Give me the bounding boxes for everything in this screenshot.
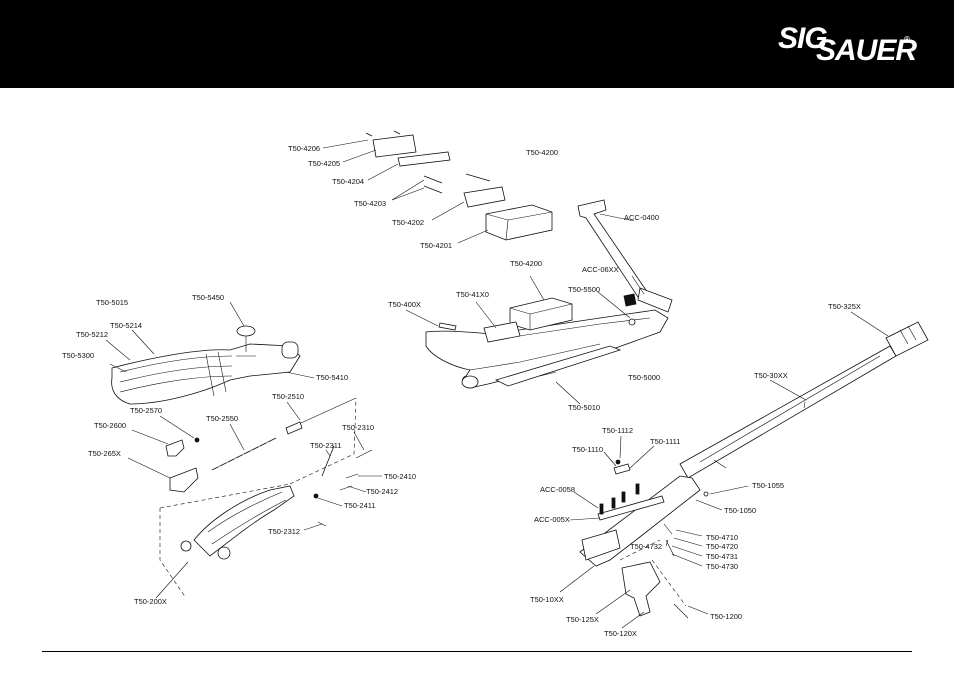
label-t50-30xx: T50-30XX [754, 371, 788, 380]
footer-divider [42, 651, 912, 652]
magazine-body-part [485, 204, 553, 241]
label-t50-5410: T50-5410 [316, 373, 348, 382]
part-labels: T50-4206 T50-4205 T50-4204 T50-4203 T50-… [62, 144, 861, 638]
label-t50-5015: T50-5015 [96, 298, 128, 307]
magazine-plate-part [372, 134, 417, 158]
label-t50-125x: T50-125X [566, 615, 599, 624]
label-t50-2411: T50-2411 [344, 501, 376, 510]
label-t50-400x: T50-400X [388, 300, 421, 309]
stock-group [425, 199, 673, 389]
label-t50-4710: T50-4710 [706, 533, 738, 542]
bolt-body-part [193, 485, 295, 557]
magazine-parts-group [365, 130, 553, 241]
label-t50-5214: T50-5214 [110, 321, 142, 330]
label-t50-2550: T50-2550 [206, 414, 238, 423]
label-t50-120x: T50-120X [604, 629, 637, 638]
label-acc-0400: ACC-0400 [624, 213, 659, 222]
label-t50-41x0: T50-41X0 [456, 290, 489, 299]
label-t50-2310: T50-2310 [342, 423, 374, 432]
label-t50-1112: T50-1112 [602, 426, 633, 435]
bolt-parts-group [159, 397, 373, 599]
exploded-parts-diagram: T50-4206 T50-4205 T50-4204 T50-4203 T50-… [62, 130, 929, 638]
label-t50-2570: T50-2570 [130, 406, 162, 415]
label-t50-1110: T50-1110 [572, 445, 603, 454]
label-t50-2410: T50-2410 [384, 472, 416, 481]
comb-adjust-knob-part [236, 325, 256, 337]
muzzle-brake-part [885, 321, 929, 357]
label-t50-4732: T50-4732 [630, 542, 662, 551]
label-t50-4206: T50-4206 [288, 144, 320, 153]
label-t50-5500: T50-5500 [568, 285, 600, 294]
label-t50-2600: T50-2600 [94, 421, 126, 430]
logo-registered-mark: ® [904, 35, 910, 44]
magazine-follower-part [463, 186, 506, 208]
sig-sauer-logo: SIG SAUER ® [778, 20, 917, 70]
label-t50-200x: T50-200X [134, 597, 167, 606]
magazine-spring-plate-part [397, 151, 451, 167]
label-t50-5212: T50-5212 [76, 330, 108, 339]
label-t50-4201: T50-4201 [420, 241, 452, 250]
label-t50-4731: T50-4731 [706, 552, 738, 561]
label-t50-4202: T50-4202 [392, 218, 424, 227]
label-t50-2312: T50-2312 [268, 527, 300, 536]
label-t50-5010: T50-5010 [568, 403, 600, 412]
label-acc-0058: ACC-0058 [540, 485, 575, 494]
label-t50-2412: T50-2412 [366, 487, 398, 496]
label-t50-1050: T50-1050 [724, 506, 756, 515]
label-acc-005x: ACC-005X [534, 515, 570, 524]
header-bar: SIG SAUER ® [0, 0, 954, 88]
label-t50-5000: T50-5000 [628, 373, 660, 382]
label-t50-265x: T50-265X [88, 449, 121, 458]
label-t50-4204: T50-4204 [332, 177, 364, 186]
label-t50-10xx: T50-10XX [530, 595, 564, 604]
barrel-receiver-group [579, 321, 929, 619]
label-acc-06xx: ACC-06XX [582, 265, 619, 274]
logo-text-sauer: SAUER [816, 34, 917, 67]
label-t50-1111: T50-1111 [650, 437, 680, 446]
trigger-part [621, 561, 661, 617]
label-t50-4720: T50-4720 [706, 542, 738, 551]
label-t50-1200: T50-1200 [710, 612, 742, 621]
label-t50-4730: T50-4730 [706, 562, 738, 571]
label-t50-5450: T50-5450 [192, 293, 224, 302]
label-t50-4203: T50-4203 [354, 199, 386, 208]
leader-lines [105, 139, 889, 629]
label-t50-4205: T50-4205 [308, 159, 340, 168]
label-t50-1055: T50-1055 [752, 481, 784, 490]
logo-text-sig: SIG [778, 22, 828, 55]
label-t50-5300: T50-5300 [62, 351, 94, 360]
buttstock-part [111, 343, 301, 405]
label-t50-2510: T50-2510 [272, 392, 304, 401]
label-t50-4200-mid: T50-4200 [510, 259, 542, 268]
label-t50-325x: T50-325X [828, 302, 861, 311]
label-t50-2311: T50-2311 [310, 441, 342, 450]
buttstock-group [111, 325, 301, 405]
label-t50-4200-top: T50-4200 [526, 148, 558, 157]
